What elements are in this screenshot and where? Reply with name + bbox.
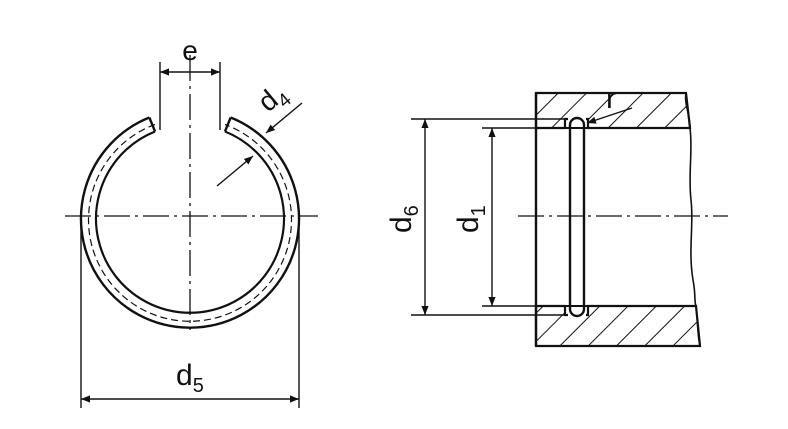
break-line [684, 92, 701, 347]
circlip-front-view: e d4 d5 [65, 35, 318, 408]
bore-section-view: d6 d1 r [385, 82, 728, 348]
ring-inner-edge [94, 130, 286, 314]
label-d6: d6 [385, 205, 423, 233]
d4-leader-inner [216, 155, 254, 187]
r-leader [586, 107, 633, 124]
ring-section [568, 116, 586, 318]
ring-right-end [223, 117, 232, 132]
ring-outer-edge [79, 116, 301, 329]
label-r: r [606, 82, 616, 115]
label-d1: d1 [452, 205, 490, 233]
label-d4: d4 [252, 77, 296, 122]
ring-left-end [148, 117, 157, 132]
bottom-wall-section [534, 304, 702, 348]
label-d5: d5 [176, 359, 204, 397]
ring-hidden-line [87, 123, 293, 322]
d4-leader-outer [265, 102, 303, 134]
label-e: e [182, 35, 198, 66]
